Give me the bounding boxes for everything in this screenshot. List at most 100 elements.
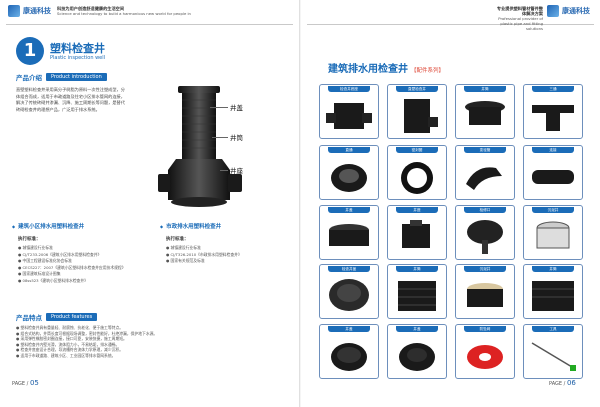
bullet-icon: ● (166, 251, 171, 257)
product-card: 井筒 (455, 84, 515, 139)
feat-line: ● 塑料检查井内壁光滑，流体阻力小，不易结垢，排水通畅。 (16, 341, 120, 347)
intro-line: 砖砌检查井的理想产品，广泛用于排水系统。 (16, 106, 100, 112)
product-card: 检修口 (455, 205, 515, 260)
section2-std-label: 执行标准： (166, 237, 189, 242)
bullet-icon: ● (166, 258, 171, 263)
page-number-left: PAGE / 05 (12, 379, 39, 387)
product-photo (532, 170, 574, 184)
bullet-icon: ● (18, 271, 23, 276)
page-title: 塑料检查井 (50, 42, 105, 55)
product-label: 防坠网 (464, 326, 506, 332)
bullet-icon: ● (16, 341, 21, 347)
product-photo (404, 99, 438, 133)
product-label: 工具 (532, 326, 574, 332)
product-photo (465, 101, 505, 125)
section1-title: 建筑小区排水用塑料检查井 (12, 222, 84, 230)
header-rule (307, 2, 594, 25)
product-label: 井座 (396, 207, 438, 213)
product-photo (398, 281, 436, 311)
product-card: 变径管 (455, 145, 515, 200)
product-card: 三通 (523, 84, 583, 139)
product-card: 井筒 (387, 264, 447, 319)
header-rule (6, 2, 293, 25)
product-label: 井筒 (464, 86, 506, 92)
page-subtitle: Plastic inspection well (50, 55, 106, 61)
bullet-icon: ● (18, 277, 23, 283)
brand-name: 康通科技 (23, 7, 51, 15)
product-photo (532, 105, 574, 131)
callout-line (212, 137, 228, 138)
s1-line: ● 城镇建设行业标准 (18, 245, 53, 250)
product-card: 检查井盖 (319, 264, 379, 319)
callout-line (220, 170, 228, 171)
product-photo (536, 221, 570, 249)
section1-list: ● 城镇建设行业标准● CJ/T233-2006《建筑小区排水用塑料检查井》● … (18, 245, 153, 284)
product-card: 直壁检查井 (387, 84, 447, 139)
product-photo (401, 162, 433, 194)
s2-line: ● 国家有关规范及标准 (166, 258, 205, 263)
product-label: 检修口 (464, 207, 506, 213)
product-card: 井筒 (523, 264, 583, 319)
product-photo (466, 167, 502, 190)
bullet-icon: ● (18, 245, 23, 250)
bullet-icon: ● (16, 352, 21, 358)
product-photo (331, 343, 367, 371)
product-label: 检查井底座 (328, 86, 370, 92)
bullet-icon: ● (16, 330, 21, 336)
brand-name: 康通科技 (562, 7, 590, 15)
s1-line: ● 中国工程建设标准化协会标准 (18, 258, 72, 263)
product-label: 井筒 (532, 266, 574, 272)
bullet-icon: ● (18, 264, 23, 270)
product-photo (331, 164, 367, 192)
s2-line: ● 城镇建设行业标准 (166, 245, 201, 250)
bullet-icon: ● (16, 347, 21, 353)
feat-line: ● 适用于市政道路、建筑小区、工业园区等排水管网系统。 (16, 352, 116, 358)
bullet-icon: ● (16, 325, 21, 330)
s1-line: ● CJ/T233-2006《建筑小区排水用塑料检查井》 (18, 251, 102, 257)
product-label: 密封圈 (396, 147, 438, 153)
intro-line: 体组合而成，适用于市政道路及住宅小区排水管网的连接， (16, 93, 125, 99)
product-label: 检查井盖 (328, 266, 370, 272)
bullet-icon: ● (18, 258, 23, 263)
product-card: 沉泥井 (523, 205, 583, 260)
inspection-well-illustration (158, 86, 242, 207)
section1-std-label: 执行标准： (18, 237, 41, 242)
s1-line: ● 08ss523《建筑小区塑料排水检查井》 (18, 277, 88, 283)
callout-barrel: 井筒 (230, 134, 243, 142)
product-photo (326, 103, 372, 129)
product-label: 三通 (532, 86, 574, 92)
feat-line: ● 检查井底座设计合理，导流槽符合流体力学原理，减少沉积。 (16, 347, 124, 353)
product-label: 变径管 (464, 147, 506, 153)
feat-line: ● 组合式结构，井筒长度可根据现场调整，密封性能好，杜绝渗漏，保护地下水源。 (16, 330, 158, 336)
s1-line: ● CECS227：2007《建筑小区塑料排水检查井应用技术规程》 (18, 264, 126, 270)
intro-line: 解决了传统砖砌井渗漏、沉降、施工周期长等问题，是替代 (16, 100, 125, 105)
bullet-icon: ● (166, 245, 171, 250)
product-label: 连接 (532, 147, 574, 153)
features-list: ● 塑料检查井具有重量轻、耐腐蚀、抗老化、便于施工等特点。● 组合式结构，井筒长… (16, 325, 286, 359)
product-label: 直壁检查井 (396, 86, 438, 92)
product-card: 井盖 (319, 324, 379, 379)
product-label: 井盖 (396, 326, 438, 332)
product-photo (402, 220, 430, 248)
feat-line: ● 采用弹性橡胶密封圈连接，接口可靠，安装快捷，施工周期短。 (16, 336, 127, 342)
product-label: 井盖 (328, 207, 370, 213)
product-card: 井座 (387, 205, 447, 260)
section-number-badge: 1 (16, 37, 44, 65)
brand-logo-icon (547, 5, 559, 17)
product-card: 密封圈 (387, 145, 447, 200)
series-title: 建筑排水用检查井【配件系列】 (328, 64, 445, 75)
product-label: 沉泥井 (532, 207, 574, 213)
product-photo (329, 224, 369, 246)
intro-line: 直壁塑料检查井采用高分子树脂为原料一次性注塑成型，分 (16, 87, 125, 92)
bullet-icon: ● (16, 336, 21, 342)
feat-line: ● 塑料检查井具有重量轻、耐腐蚀、抗老化、便于施工等特点。 (16, 325, 124, 330)
product-label: 沉泥井 (464, 266, 506, 272)
product-label: 井筒 (396, 266, 438, 272)
